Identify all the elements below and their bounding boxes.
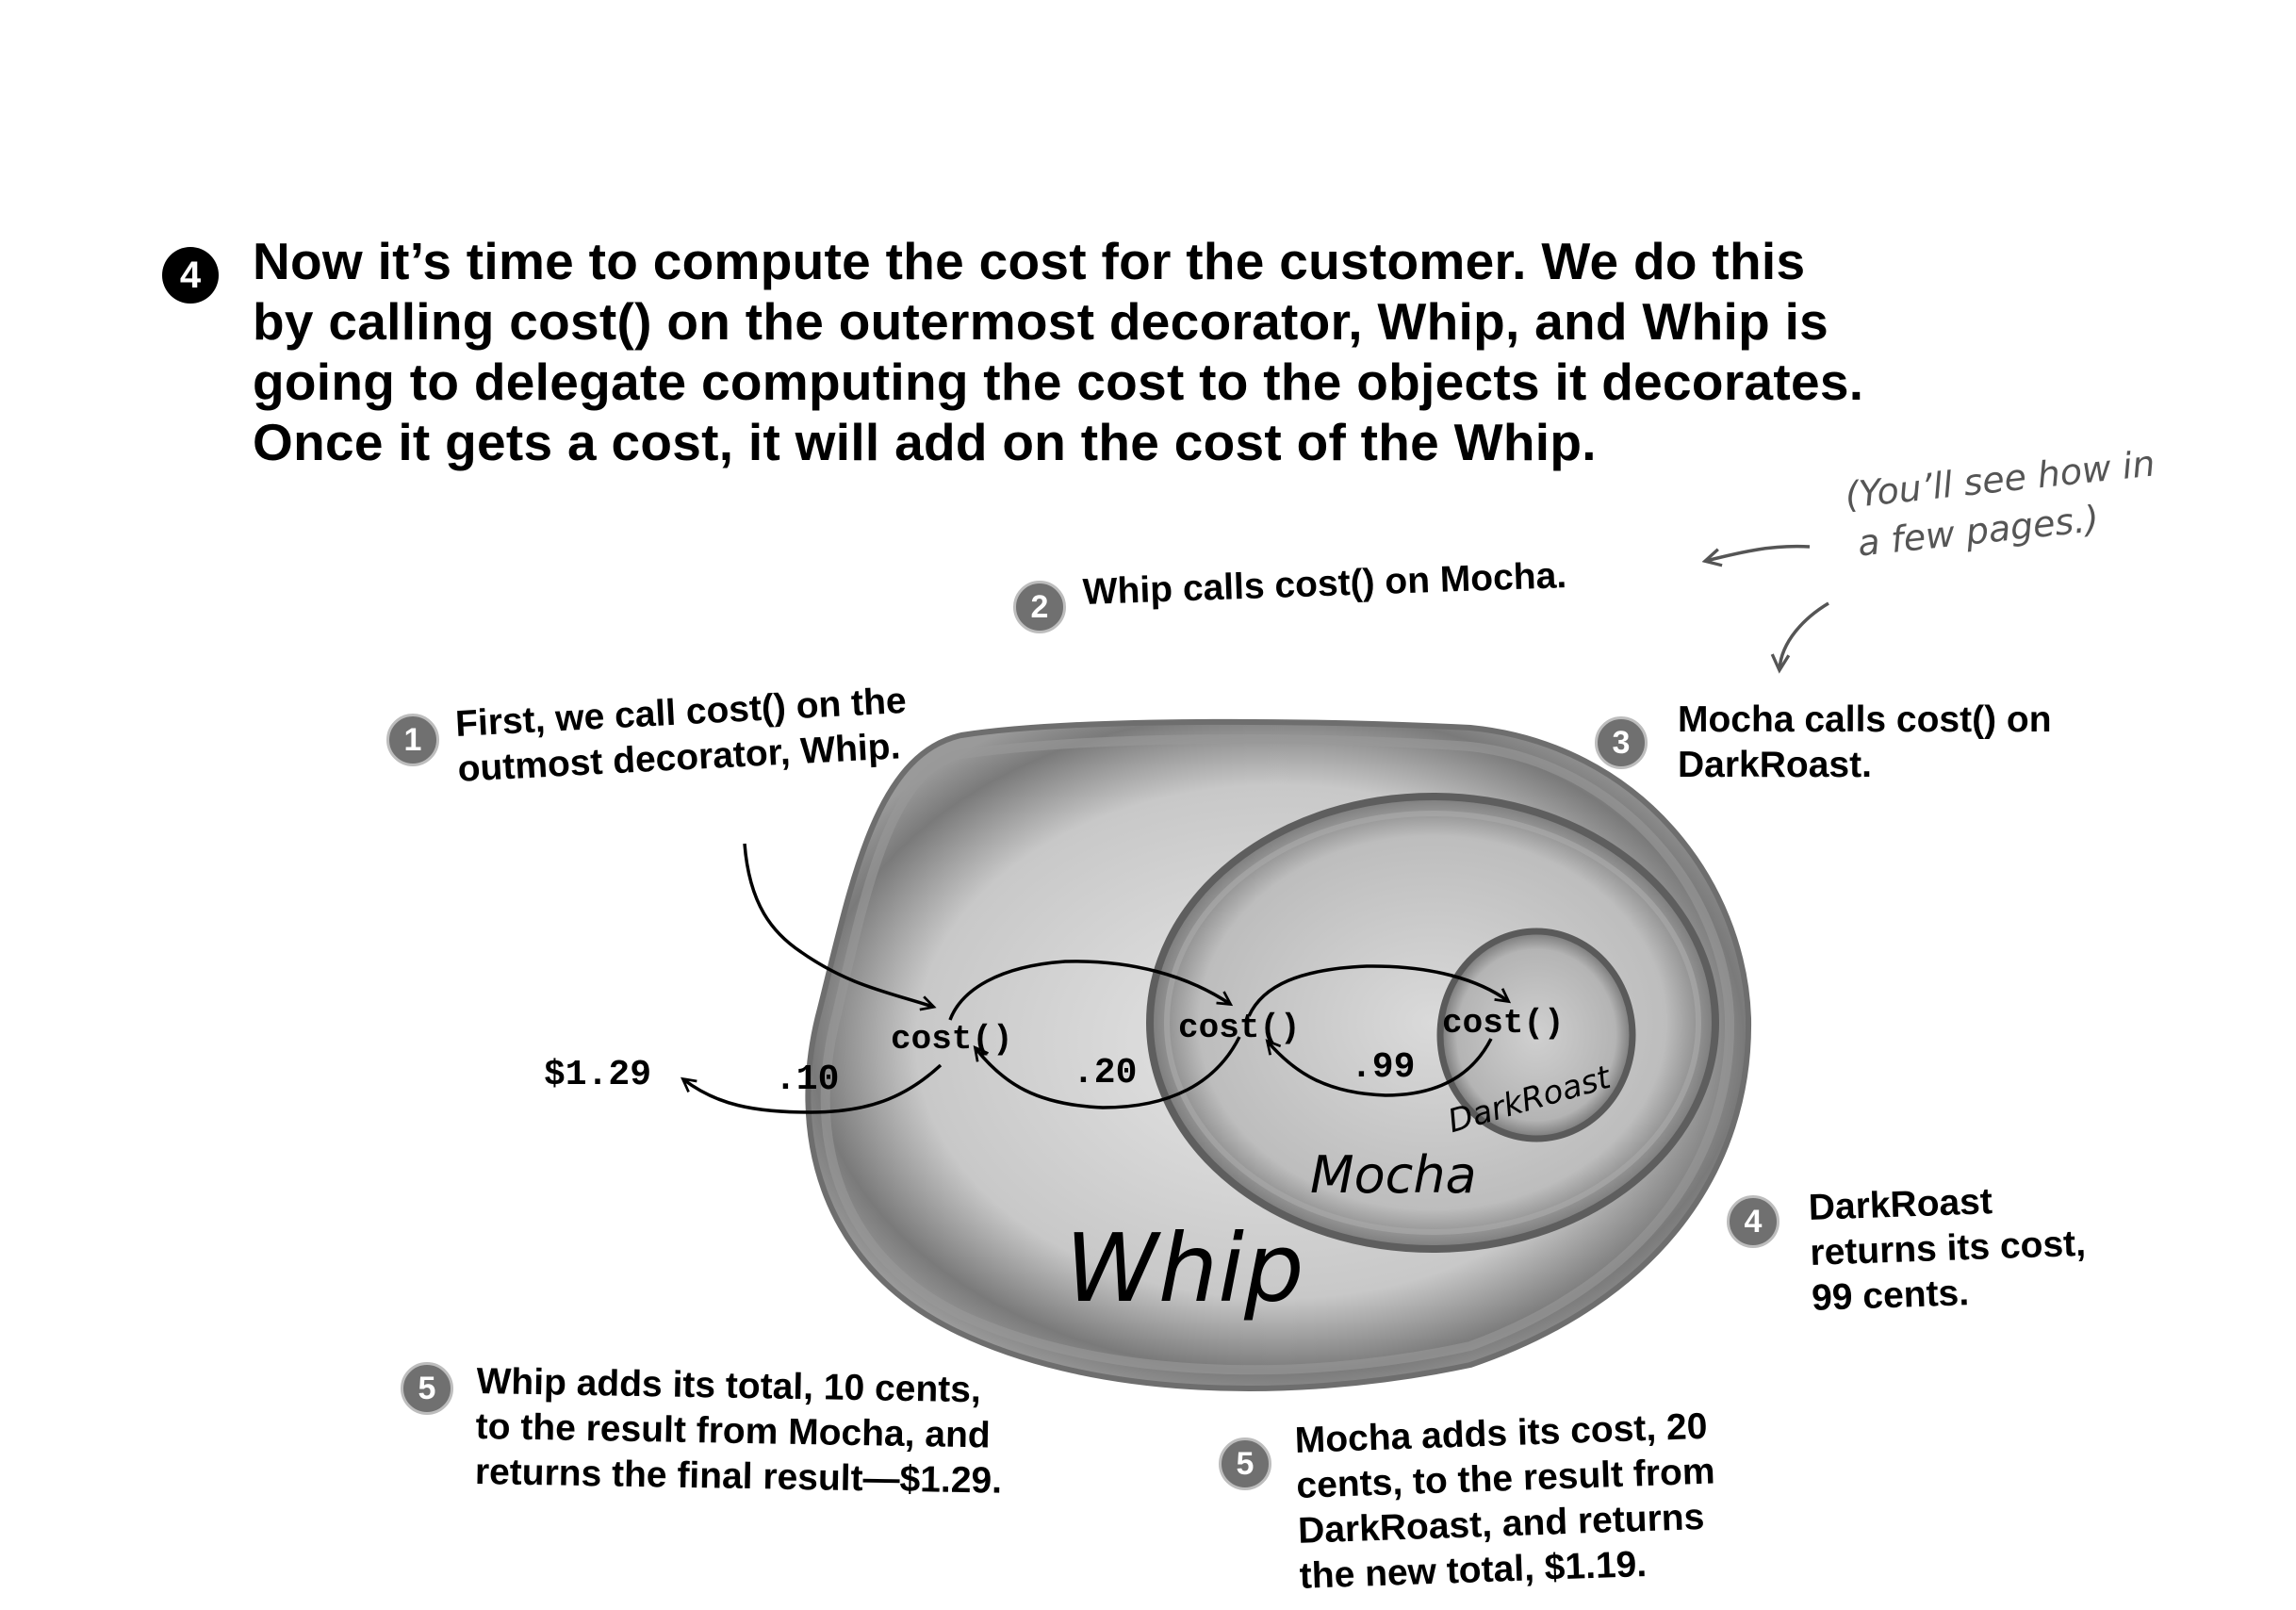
step-5-whip-text: Whip adds its total, 10 cents, to the re…	[474, 1359, 1004, 1504]
step-4-text: DarkRoast returns its cost, 99 cents.	[1808, 1176, 2088, 1322]
step-1-badge: 1	[386, 714, 439, 766]
entry-arrow	[743, 843, 933, 1007]
step-3-badge: 3	[1595, 716, 1648, 769]
darkroast-object	[1436, 928, 1636, 1142]
step-5-mocha-badge: 5	[1219, 1438, 1271, 1490]
mocha-object	[1146, 793, 1719, 1253]
note-arrow-down	[1779, 601, 1829, 669]
whip-to-mocha-arrow	[948, 960, 1230, 1021]
step-2-badge: 2	[1013, 581, 1066, 633]
step-3-text: Mocha calls cost() on DarkRoast.	[1678, 698, 2052, 788]
note-arrow-left	[1706, 544, 1811, 561]
mocha-return-arrow	[976, 1036, 1241, 1109]
heading-line: Once it gets a cost, it will add on the …	[253, 413, 1597, 471]
step-line: Mocha calls cost() on	[1678, 699, 2052, 740]
whip-label: Whip	[1065, 1213, 1304, 1323]
mocha-cost-call: cost()	[1178, 1009, 1301, 1047]
whip-value: .10	[775, 1060, 839, 1100]
whip-cost-call: cost()	[891, 1020, 1013, 1059]
whip-return-arrow	[683, 1063, 943, 1114]
final-result-value: $1.29	[544, 1055, 651, 1095]
step-line: returns the final result—$1.29.	[474, 1451, 1003, 1502]
step-4-heading-badge: 4	[162, 247, 219, 304]
darkroast-value: .99	[1351, 1047, 1415, 1088]
step-line: 99 cents.	[1811, 1273, 1970, 1319]
step-line: returns its cost,	[1809, 1223, 2087, 1273]
heading-line: by calling cost() on the outermost decor…	[253, 292, 1829, 351]
mocha-value: .20	[1073, 1053, 1137, 1093]
step-5-mocha-text: Mocha adds its cost, 20 cents, to the re…	[1294, 1404, 1719, 1599]
heading-paragraph: Now it’s time to compute the cost for th…	[253, 231, 2138, 472]
step-4-badge: 4	[1727, 1195, 1779, 1248]
darkroast-return-arrow	[1268, 1038, 1493, 1097]
darkroast-cost-call: cost()	[1442, 1004, 1565, 1043]
mocha-label: Mocha	[1310, 1145, 1477, 1205]
step-line: DarkRoast.	[1678, 745, 1872, 785]
heading-line: Now it’s time to compute the cost for th…	[253, 232, 1806, 290]
mocha-to-darkroast-arrow	[1247, 964, 1508, 1017]
step-5-whip-badge: 5	[401, 1362, 453, 1415]
heading-line: going to delegate computing the cost to …	[253, 353, 1864, 411]
